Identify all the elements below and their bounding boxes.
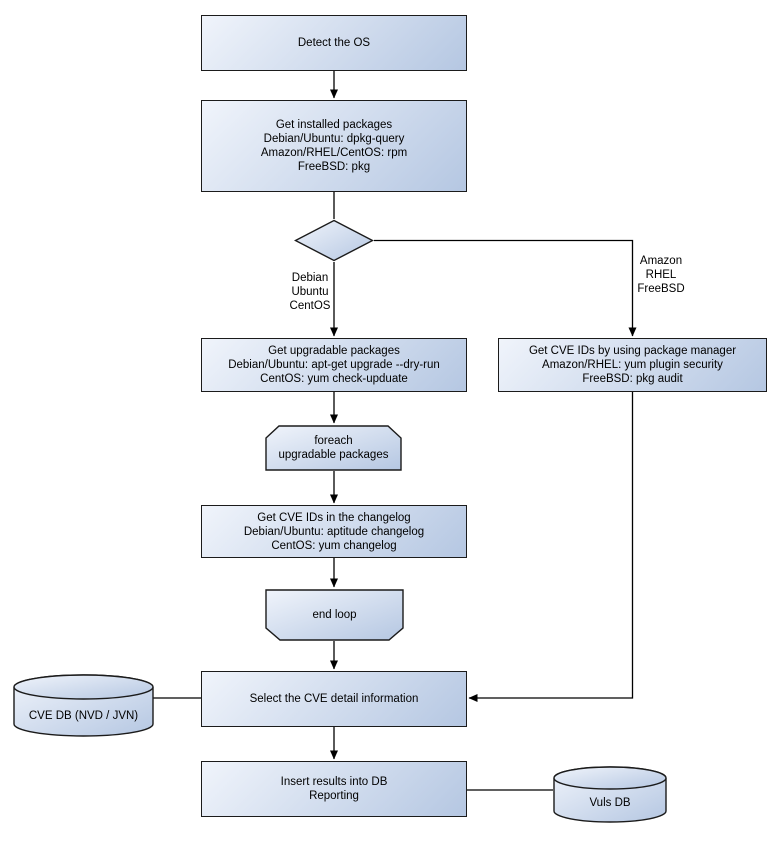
branch-label-left: Debian Ubuntu CentOS xyxy=(281,271,339,313)
branch-label-line: FreeBSD xyxy=(637,283,685,295)
node-label-line: Get CVE IDs in the changelog xyxy=(257,511,411,524)
node-get-upgradable-packages: Get upgradable packages Debian/Ubuntu: a… xyxy=(201,338,467,392)
node-label: CVE DB (NVD / JVN) xyxy=(28,710,139,722)
node-label-line: Insert results into DB xyxy=(280,776,388,788)
node-label-line: Reporting xyxy=(309,790,359,802)
node-label: end loop xyxy=(312,609,357,621)
node-label-line: Amazon/RHEL/CentOS: rpm xyxy=(260,147,408,159)
branch-label-line: Ubuntu xyxy=(291,286,329,298)
node-os-branch-decision xyxy=(294,219,374,262)
edge-package-manager-to-select xyxy=(468,392,634,702)
loop-end-shape xyxy=(265,589,404,641)
database-cylinder-shape xyxy=(553,766,667,823)
node-get-installed-packages: Get installed packages Debian/Ubuntu: dp… xyxy=(201,100,467,192)
branch-label-line: Amazon xyxy=(639,255,683,267)
branch-label-line: CentOS xyxy=(289,300,331,312)
node-label-line: CentOS: yum check-upduate xyxy=(260,373,408,385)
node-label-line: Get upgradable packages xyxy=(268,345,400,357)
node-label-line: FreeBSD: pkg audit xyxy=(582,373,683,385)
node-label: Detect the OS xyxy=(297,37,371,49)
node-label: Select the CVE detail information xyxy=(249,693,419,705)
node-select-cve-detail: Select the CVE detail information xyxy=(201,671,467,727)
node-label-line: FreeBSD: pkg xyxy=(297,161,371,173)
branch-label-right: Amazon RHEL FreeBSD xyxy=(629,254,693,296)
node-detect-os: Detect the OS xyxy=(201,15,467,71)
node-insert-results: Insert results into DB Reporting xyxy=(201,761,467,817)
node-get-cve-ids-changelog: Get CVE IDs in the changelog Debian/Ubun… xyxy=(201,505,467,558)
node-label-line: CentOS: yum changelog xyxy=(271,539,397,552)
node-label-line: Debian/Ubuntu: apt-get upgrade --dry-run xyxy=(228,359,440,371)
node-vuls-db: Vuls DB xyxy=(553,766,667,823)
node-get-cve-ids-package-manager: Get CVE IDs by using package manager Ama… xyxy=(498,338,767,392)
node-label: foreach upgradable packages xyxy=(265,425,402,471)
node-label-line: upgradable packages xyxy=(278,449,389,461)
edge-branch-to-package-manager xyxy=(374,239,637,337)
node-label-line: Amazon/RHEL: yum plugin security xyxy=(542,359,723,371)
loop-start-shape xyxy=(265,425,402,471)
node-cve-db: CVE DB (NVD / JVN) xyxy=(13,673,154,738)
branch-label-line: RHEL xyxy=(645,269,677,281)
node-foreach-loop-start: foreach upgradable packages xyxy=(265,425,402,471)
node-label-line: Get installed packages xyxy=(275,119,393,131)
node-end-loop: end loop xyxy=(265,589,404,641)
branch-label-line: Debian xyxy=(291,272,329,284)
node-label-line: Debian/Ubuntu: dpkg-query xyxy=(263,133,405,145)
database-cylinder-shape xyxy=(13,674,154,737)
node-label-line: Debian/Ubuntu: aptitude changelog xyxy=(243,525,425,538)
diamond-shape xyxy=(294,219,374,262)
node-label-line: Get CVE IDs by using package manager xyxy=(528,345,737,357)
node-label: Vuls DB xyxy=(589,797,631,809)
node-label-line: foreach xyxy=(314,435,353,447)
